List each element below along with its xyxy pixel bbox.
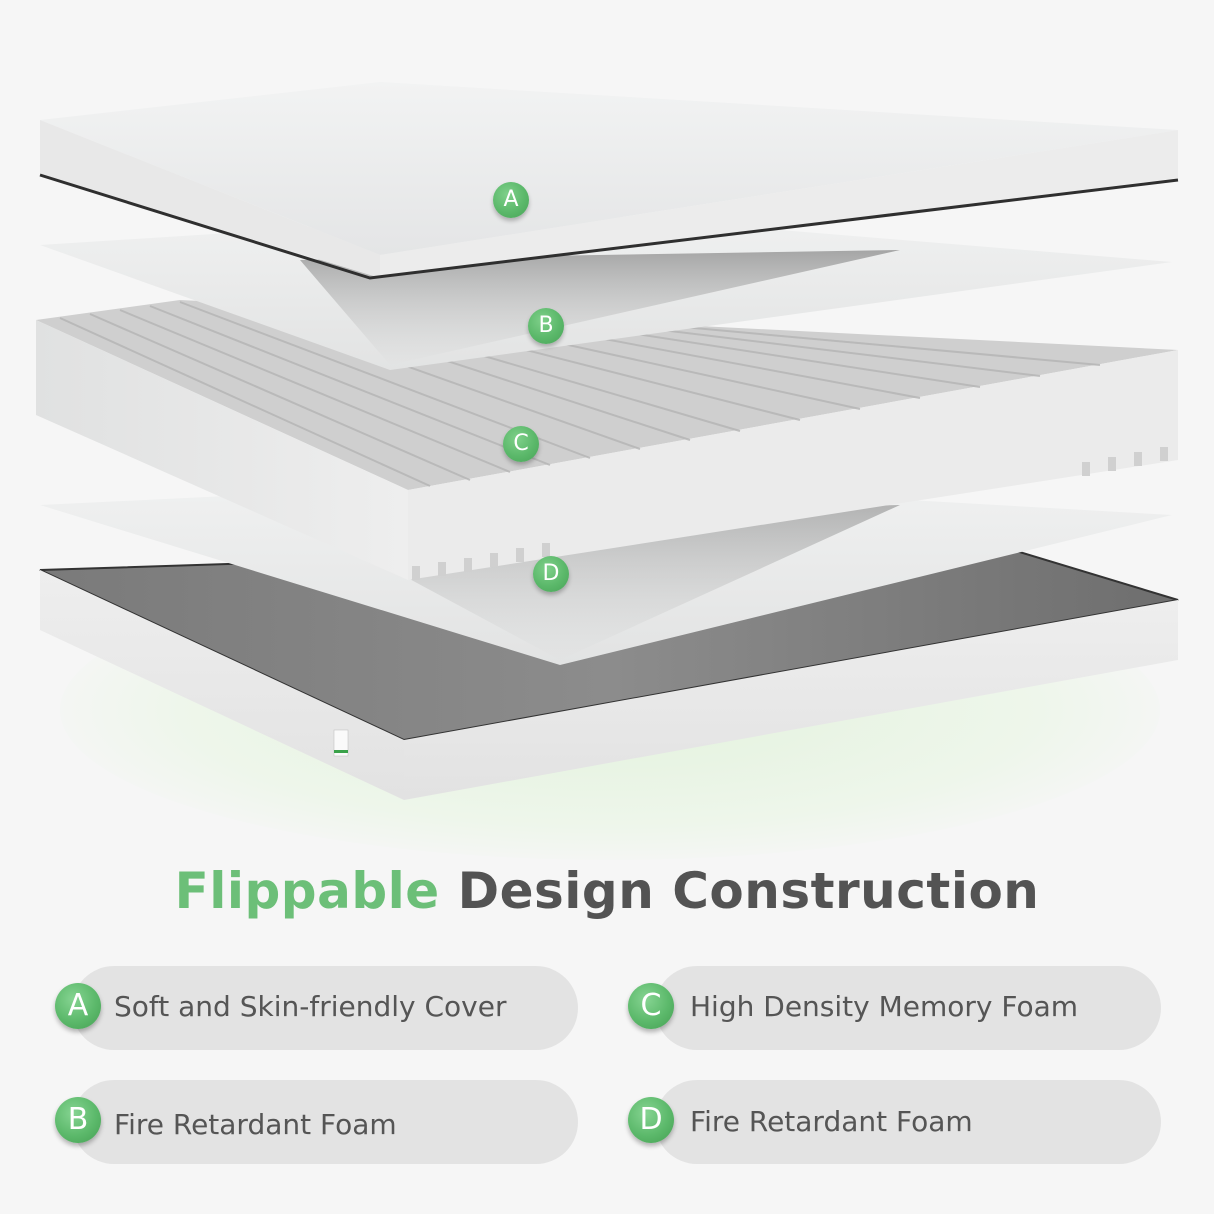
legend-pill: [72, 1080, 578, 1164]
legend-pill: [655, 1080, 1161, 1164]
layer-c-foam: [36, 299, 1178, 580]
legend-label: Soft and Skin-friendly Cover: [114, 990, 507, 1023]
layer-badge-a: A: [493, 182, 529, 218]
legend-label: Fire Retardant Foam: [690, 1105, 973, 1138]
mattress-exploded-illustration: [36, 82, 1179, 800]
page-title: Flippable Design Construction: [0, 862, 1214, 920]
legend-badge: C: [628, 983, 674, 1029]
title-highlight: Flippable: [174, 862, 440, 920]
layer-a-cover: [39, 82, 1179, 280]
legend-badge: D: [628, 1097, 674, 1143]
legend-label: Fire Retardant Foam: [114, 1108, 397, 1141]
title-rest: Design Construction: [457, 862, 1040, 920]
layer-badge-b: B: [528, 308, 564, 344]
layer-badge-d: D: [533, 556, 569, 592]
legend-badge: B: [55, 1097, 101, 1143]
layer-badge-c: C: [503, 426, 539, 462]
legend-pill: [72, 966, 578, 1050]
legend-label: High Density Memory Foam: [690, 990, 1079, 1023]
legend-pill: [655, 966, 1161, 1050]
legend-badge: A: [55, 983, 101, 1029]
brand-label: [333, 729, 349, 757]
